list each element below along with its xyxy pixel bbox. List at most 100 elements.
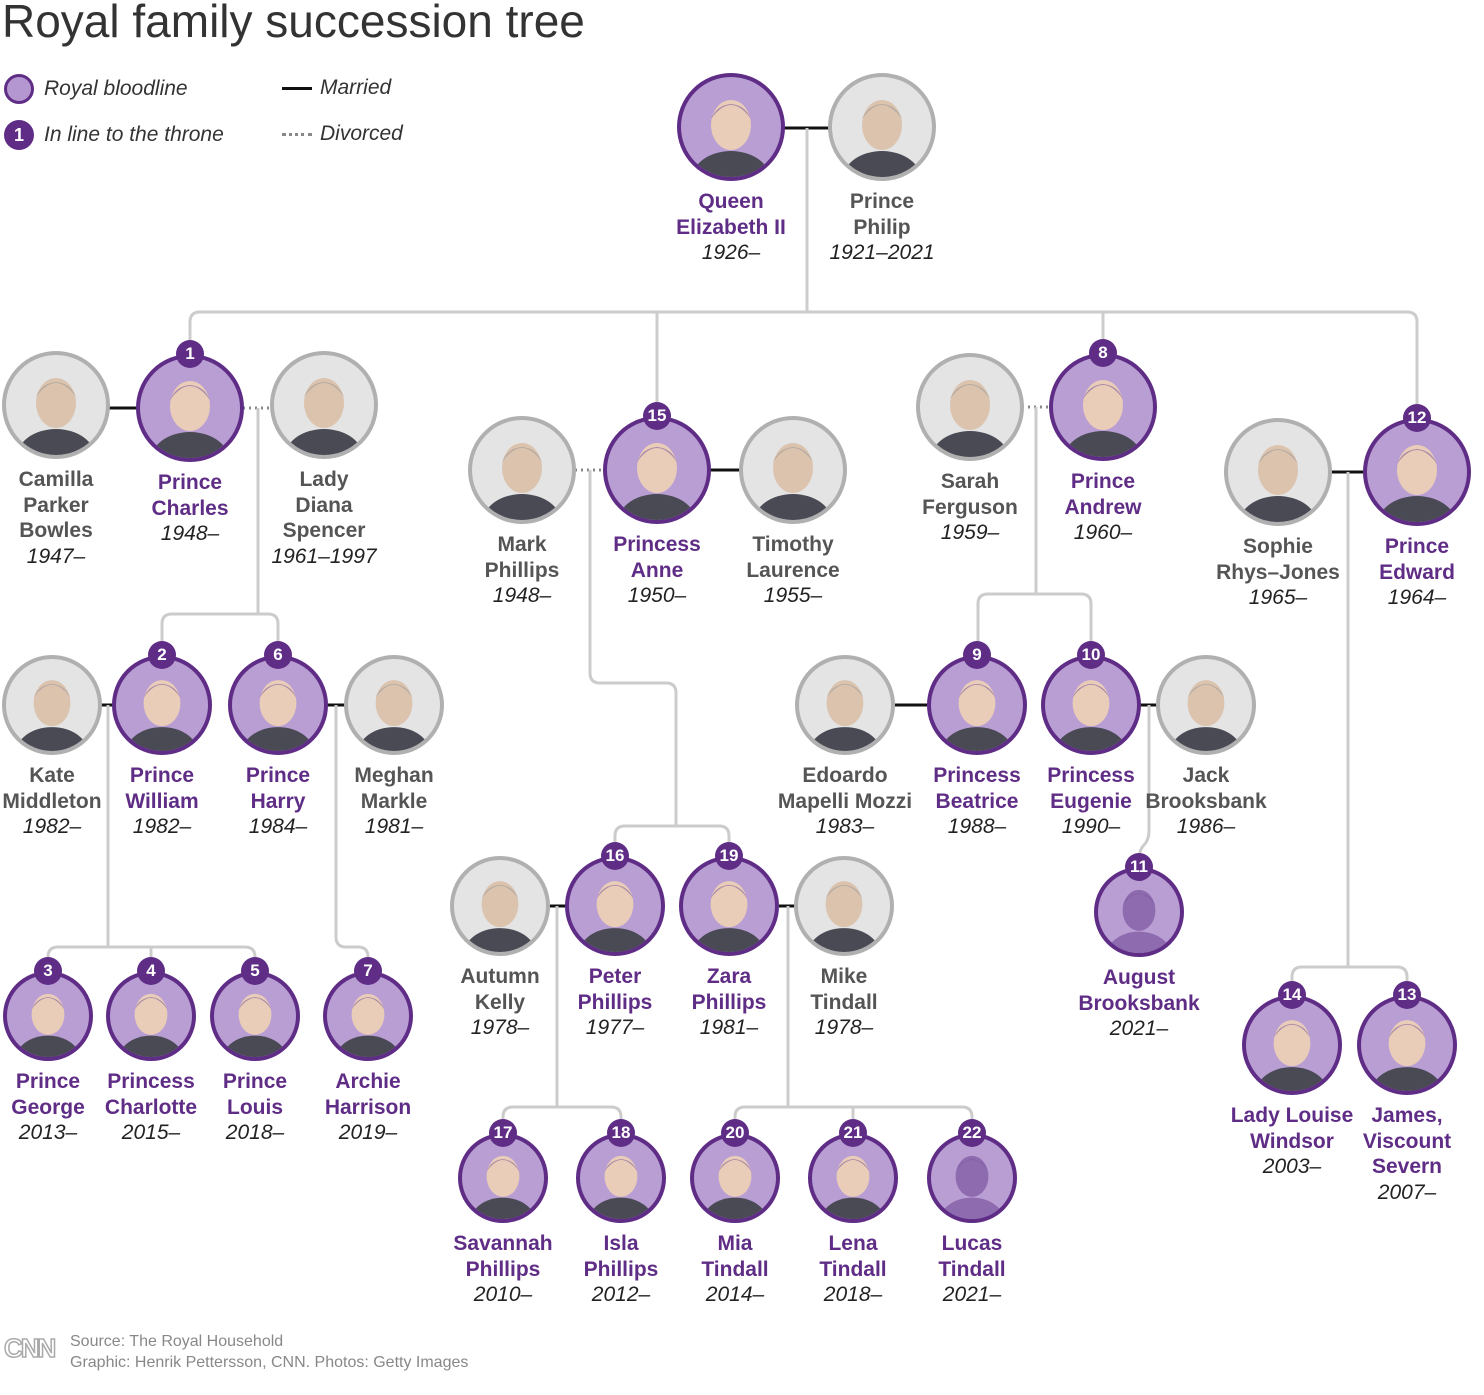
portrait-savannah bbox=[458, 1133, 548, 1223]
person-silhouette-icon bbox=[470, 1155, 536, 1219]
person-years: 1981– bbox=[699, 1016, 759, 1039]
legend-label: Divorced bbox=[320, 122, 403, 145]
legend-label: In line to the throne bbox=[44, 123, 224, 146]
person-name: Meghan bbox=[354, 764, 434, 787]
person-silhouette-icon bbox=[1169, 680, 1243, 751]
person-years: 2007– bbox=[1377, 1180, 1437, 1204]
portrait-jack bbox=[1156, 655, 1256, 755]
person-silhouette-icon bbox=[578, 881, 652, 952]
person-years: 1983– bbox=[815, 815, 875, 838]
person-silhouette-icon bbox=[482, 443, 562, 520]
portrait-sophie bbox=[1224, 418, 1332, 526]
person-name: Kate bbox=[29, 764, 75, 787]
person-silhouette-icon bbox=[1255, 1020, 1329, 1091]
portrait-zara bbox=[679, 856, 779, 956]
portrait-beatrice bbox=[927, 655, 1027, 755]
person-silhouette-icon bbox=[692, 881, 766, 952]
portrait-edoardo bbox=[795, 655, 895, 755]
succession-number-badge: 4 bbox=[137, 957, 165, 985]
person-silhouette-icon bbox=[125, 680, 199, 751]
person-name: Jack bbox=[1182, 764, 1230, 787]
portrait-mark bbox=[468, 416, 576, 524]
person-name: Spencer bbox=[282, 519, 366, 542]
person-name: Brooksbank bbox=[1145, 789, 1267, 813]
person-name: Elizabeth II bbox=[676, 215, 786, 239]
person-name: Philip bbox=[853, 215, 911, 239]
succession-number-badge: 6 bbox=[264, 641, 292, 669]
portrait-meghan bbox=[344, 655, 444, 755]
person-name: Prince bbox=[849, 190, 915, 213]
succession-number-badge: 20 bbox=[721, 1119, 749, 1147]
portrait-kate bbox=[2, 655, 102, 755]
person-years: 1961–1997 bbox=[271, 544, 377, 568]
legend-in-line: 1 In line to the throne bbox=[4, 120, 224, 150]
person-silhouette-icon bbox=[284, 378, 364, 455]
succession-number-badge: 2 bbox=[148, 641, 176, 669]
person-silhouette-icon bbox=[150, 381, 230, 458]
person-name: Harrison bbox=[324, 1095, 412, 1119]
descent-line bbox=[613, 824, 731, 851]
person-name: Princess bbox=[107, 1070, 195, 1093]
person-years: 2015– bbox=[121, 1121, 181, 1144]
person-years: 2018– bbox=[225, 1121, 285, 1144]
person-silhouette-icon bbox=[617, 443, 697, 520]
legend-married: Married bbox=[282, 76, 391, 100]
person-name: Tindall bbox=[819, 1257, 887, 1281]
portrait-harry bbox=[228, 655, 328, 755]
person-years: 2014– bbox=[705, 1283, 765, 1306]
person-name: Bowles bbox=[19, 519, 93, 542]
succession-number-badge: 13 bbox=[1393, 981, 1421, 1009]
person-name: Prince bbox=[1070, 470, 1136, 493]
person-name: Prince bbox=[222, 1070, 288, 1093]
person-name: George bbox=[11, 1095, 85, 1119]
succession-number-badge: 9 bbox=[963, 641, 991, 669]
person-years: 1986– bbox=[1176, 815, 1236, 838]
succession-number-badge: 5 bbox=[241, 957, 269, 985]
person-name: Sarah bbox=[940, 470, 1000, 493]
portrait-camilla bbox=[2, 351, 110, 459]
person-years: 1965– bbox=[1248, 586, 1308, 609]
person-name: Markle bbox=[360, 789, 428, 813]
person-name: Lena bbox=[828, 1232, 878, 1255]
person-name: Autumn bbox=[460, 965, 540, 988]
person-silhouette-icon bbox=[808, 680, 882, 751]
credit-text: Graphic: Henrik Pettersson, CNN. Photos:… bbox=[70, 1354, 469, 1371]
descent-line bbox=[188, 310, 1419, 416]
descent-line bbox=[334, 705, 370, 966]
person-years: 2019– bbox=[338, 1121, 398, 1144]
descent-line bbox=[160, 612, 280, 650]
portrait-philip bbox=[828, 73, 936, 181]
person-silhouette-icon bbox=[357, 680, 431, 751]
person-name: Camilla bbox=[18, 468, 94, 491]
portrait-edward bbox=[1363, 418, 1471, 526]
person-name: Anne bbox=[630, 558, 684, 582]
person-years: 1978– bbox=[470, 1016, 530, 1039]
person-silhouette-icon bbox=[15, 993, 81, 1057]
succession-number-badge: 17 bbox=[489, 1119, 517, 1147]
person-name: James, bbox=[1371, 1104, 1443, 1127]
portrait-louise bbox=[1242, 995, 1342, 1095]
succession-number-badge: 1 bbox=[176, 340, 204, 368]
succession-number-badge: 18 bbox=[607, 1119, 635, 1147]
